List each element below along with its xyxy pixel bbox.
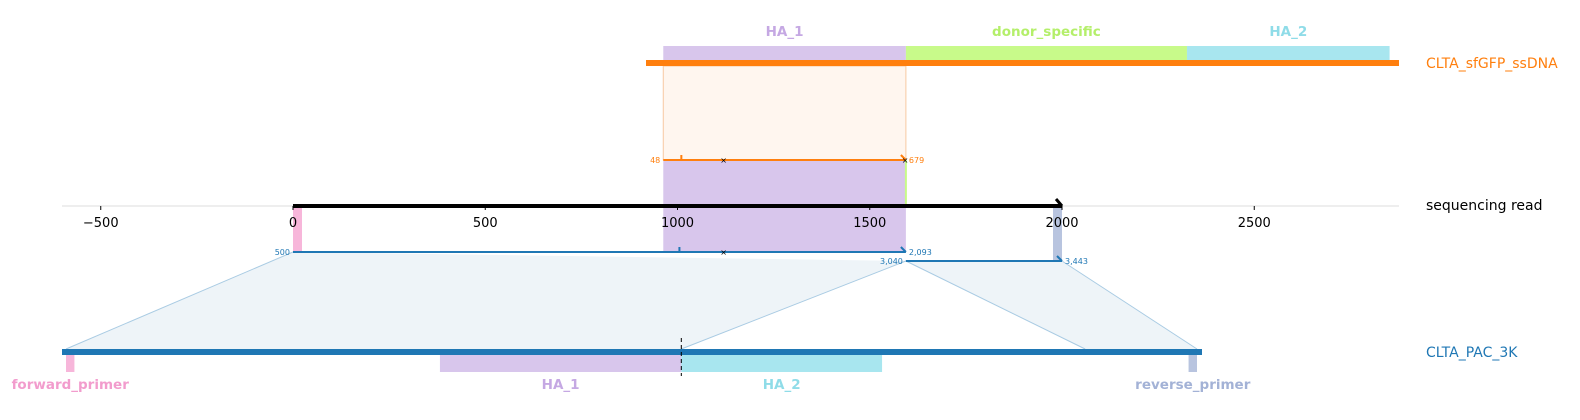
alignment-connector <box>905 260 1086 350</box>
donor-features: HA_1 donor_specific HA_2 <box>663 24 1390 63</box>
donor-alignment-arrow <box>900 154 907 161</box>
donor-feature-label-HA-2: HA_2 <box>1269 24 1307 40</box>
tick-label: 1500 <box>853 216 886 231</box>
reference-bar <box>62 349 1202 355</box>
tick-label: 1000 <box>661 216 694 231</box>
reference-feature-label-forward-primer: forward_primer <box>12 377 130 393</box>
sequencing-read-label: sequencing read <box>1426 198 1542 214</box>
reference-alignment-1-end-label: 2,093 <box>909 248 932 257</box>
donor-feature-label-HA-1: HA_1 <box>766 24 804 40</box>
donor-alignment-start-label: 48 <box>650 156 660 165</box>
reference-feature-forward-primer <box>66 355 75 372</box>
tick-label: 2000 <box>1045 216 1078 231</box>
donor-bar <box>646 60 1399 66</box>
donor-alignment-mismatch: × <box>902 156 909 165</box>
reference-feature-label-HA-1: HA_1 <box>542 377 580 393</box>
reference-alignment-2-arrow <box>1056 255 1063 262</box>
reference-alignment-2-start-label: 3,040 <box>880 257 903 266</box>
forward-primer-read-marker <box>293 206 302 252</box>
donor-feature-HA-1 <box>663 46 906 63</box>
donor-alignment-mismatch: × <box>720 156 727 165</box>
tick-label: 500 <box>473 216 498 231</box>
ha1-read-overlap <box>663 160 906 206</box>
donor-alignment-shading <box>662 65 907 161</box>
donor-feature-HA-2 <box>1186 46 1390 63</box>
reference-feature-reverse-primer <box>1188 355 1197 372</box>
donor-feature-donor-specific <box>905 46 1187 63</box>
alignment-connector <box>65 251 294 350</box>
alignment-fill-2 <box>905 261 1197 349</box>
ha1-read-overlap-lower <box>663 206 906 252</box>
donor-alignment-end-label: 679 <box>909 156 924 165</box>
reference-features: forward_primer HA_1 HA_2 reverse_primer <box>12 355 1251 393</box>
tick-label: −500 <box>83 216 119 231</box>
sequencing-read-arrowhead <box>1054 198 1064 207</box>
reference-track-label: CLTA_PAC_3K <box>1426 345 1518 361</box>
alignment-fill-1 <box>66 252 906 349</box>
reference-alignment-1-arrow <box>900 246 907 253</box>
tick-label: 0 <box>289 216 297 231</box>
tick-label: 2500 <box>1238 216 1271 231</box>
reference-feature-HA-2 <box>681 355 883 372</box>
reference-track: forward_primer HA_1 HA_2 reverse_primer CLT… <box>12 251 1518 393</box>
reference-alignment-2-end-label: 3,443 <box>1065 257 1088 266</box>
reference-alignment-fill <box>65 251 1198 350</box>
read-axis: −500 0 500 1000 1500 2000 2500 sequencing read <box>62 198 1542 231</box>
reference-feature-label-HA-2: HA_2 <box>763 377 801 393</box>
alignment-connector <box>1061 260 1198 350</box>
donor-track-label: CLTA_sfGFP_ssDNA <box>1426 56 1558 72</box>
reference-alignment-1-mismatch: × <box>720 248 727 257</box>
reverse-primer-read-marker <box>1053 206 1062 261</box>
reference-feature-label-reverse-primer: reverse_primer <box>1135 377 1251 393</box>
donor-track: HA_1 donor_specific HA_2 CLTA_sfGFP_ssDNA <box>646 24 1558 72</box>
donor-feature-label-donor-specific: donor_specific <box>992 24 1101 40</box>
reference-feature-HA-1 <box>439 355 682 372</box>
reference-alignment-1-start-label: 500 <box>275 248 290 257</box>
background-layer <box>293 65 1062 261</box>
alignment-connector <box>681 260 907 350</box>
